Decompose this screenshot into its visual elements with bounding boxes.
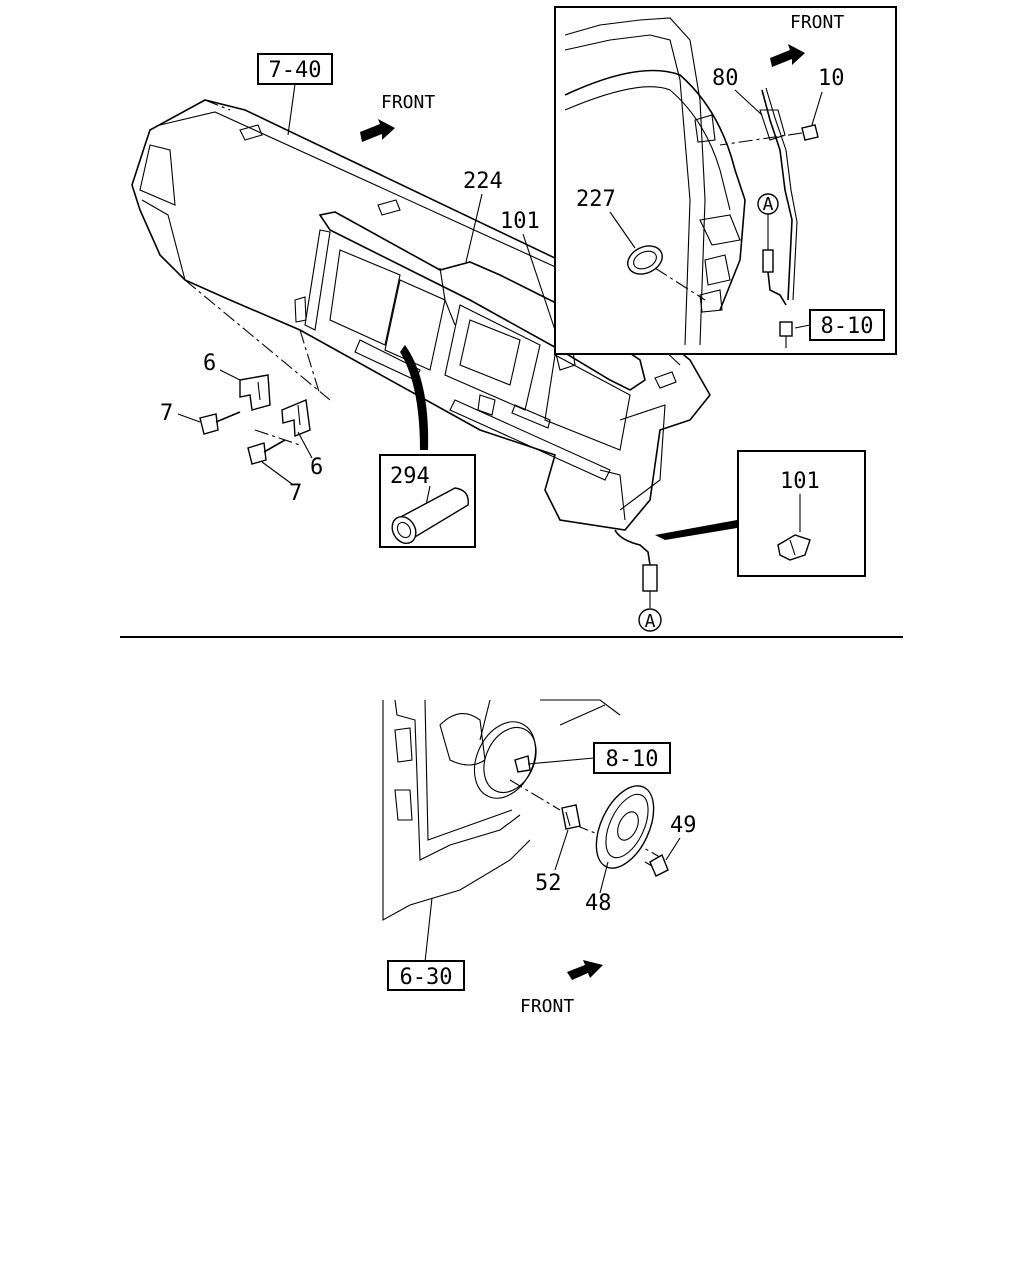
bracket-6b-icon xyxy=(281,399,311,438)
clip-52: 52 xyxy=(535,804,581,896)
callout-7b-label: 7 xyxy=(289,481,302,506)
marker-a-label: A xyxy=(645,611,656,632)
inset-harness: A xyxy=(757,193,793,348)
callout-48-label: 48 xyxy=(585,891,612,916)
front-arrow-icon xyxy=(360,119,395,142)
front-arrow-top: FRONT xyxy=(360,92,435,142)
front-label-top: FRONT xyxy=(381,92,435,113)
screw-49: 49 xyxy=(644,813,697,877)
front-arrow-bottom-icon xyxy=(567,960,603,980)
speaker-48: 48 xyxy=(585,785,655,916)
bracket-6a-icon xyxy=(239,374,271,411)
callout-ref-6-30: 6-30 xyxy=(387,897,465,991)
callout-227-label: 227 xyxy=(576,187,616,212)
door-panel xyxy=(382,699,666,921)
harness-lead-a: A xyxy=(614,529,662,632)
callout-294-label: 294 xyxy=(390,464,430,489)
grommet-227: 227 xyxy=(576,187,706,301)
callout-52-label: 52 xyxy=(535,871,562,896)
callout-224: 224 xyxy=(463,169,503,263)
callout-6a-label: 6 xyxy=(203,351,216,376)
connector-icon xyxy=(642,564,658,592)
callout-80-label: 80 xyxy=(712,66,739,91)
callout-224-label: 224 xyxy=(463,169,503,194)
callout-ref-8-10-speaker: 8-10 xyxy=(527,742,671,774)
antenna-80: 80 10 xyxy=(712,66,845,301)
callout-49-label: 49 xyxy=(670,813,697,838)
screw-49-icon xyxy=(649,853,669,877)
detail-294: 294 xyxy=(379,345,476,548)
callout-6b-label: 6 xyxy=(310,455,323,480)
bracket-and-bolt-lower: 6 7 xyxy=(247,399,323,506)
detail-101: 101 xyxy=(655,450,866,577)
clip-101-icon xyxy=(777,534,811,561)
bracket-and-bolt-upper: 6 7 xyxy=(160,351,271,435)
bolt-10-icon xyxy=(801,124,819,141)
inset-ref-label: 8-10 xyxy=(821,314,874,339)
inset-front-arrow: FRONT xyxy=(770,12,844,67)
ref-8-10-speaker-label: 8-10 xyxy=(606,747,659,772)
callout-101-label: 101 xyxy=(500,209,540,234)
pointer-101 xyxy=(655,520,737,540)
inset-front-arrow-icon xyxy=(770,44,805,67)
ref-7-40-label: 7-40 xyxy=(269,58,322,83)
inset-front-label: FRONT xyxy=(790,12,844,33)
front-label-bottom: FRONT xyxy=(520,996,574,1017)
callout-101: 101 xyxy=(500,209,561,346)
front-arrow-bottom: FRONT xyxy=(520,960,603,1017)
pointer-294 xyxy=(400,345,429,450)
inset-marker-a-label: A xyxy=(763,194,774,215)
callout-ref-7-40: 7-40 xyxy=(257,53,333,136)
clip-52-icon xyxy=(561,804,581,830)
ref-6-30-label: 6-30 xyxy=(400,965,453,990)
detail-101-label: 101 xyxy=(780,469,820,494)
instrument-panel-assembly xyxy=(131,99,711,531)
callout-10-label: 10 xyxy=(818,66,845,91)
inset-panel xyxy=(554,6,897,355)
bolt-7b-icon xyxy=(247,442,267,465)
callout-7a-label: 7 xyxy=(160,401,173,426)
inset-ref-8-10: 8-10 xyxy=(794,309,885,341)
bolt-7a-icon xyxy=(199,413,219,435)
